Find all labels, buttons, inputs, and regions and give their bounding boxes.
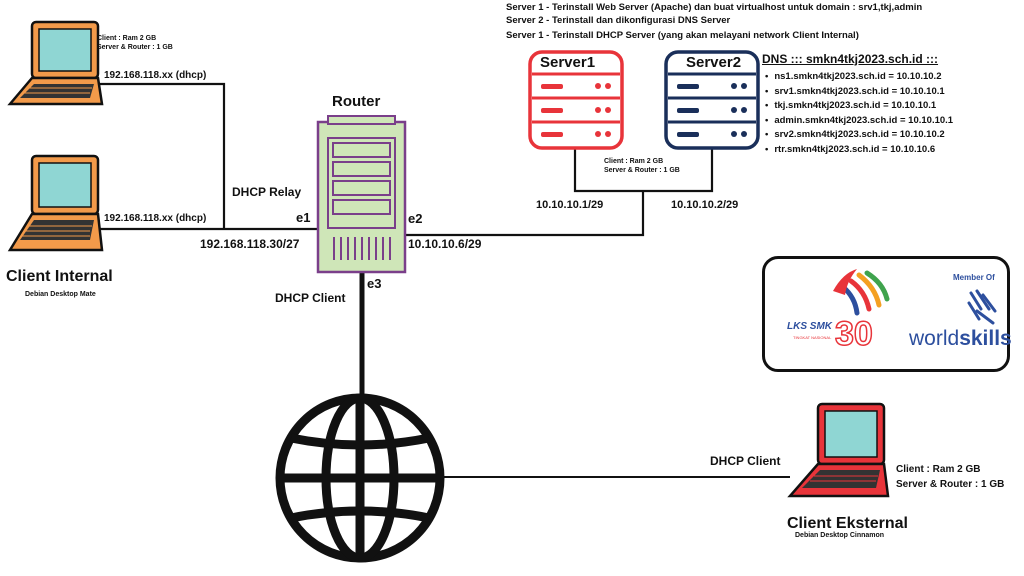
link-servers xyxy=(573,147,714,193)
server1-ip-label: 10.10.10.1/29 xyxy=(536,199,604,211)
lks-smk-subtext: TINGKAT NASIONAL xyxy=(793,335,832,340)
interface-e1-label: e1 xyxy=(296,210,311,225)
dns-record-list: ns1.smkn4tkj2023.sch.id = 10.10.10.2 srv… xyxy=(765,70,953,158)
client-top-ip: 192.168.118.xx (dhcp) xyxy=(104,70,207,81)
client-internal-ip: 192.168.118.xx (dhcp) xyxy=(104,213,207,224)
lks-smk-number: 30 xyxy=(835,315,873,353)
router-icon xyxy=(316,115,407,274)
member-of-label: Member Of xyxy=(953,273,995,282)
lks-smk-logo-icon: LKS SMK TINGKAT NASIONAL 30 xyxy=(787,269,890,354)
client-internal-name: Client Internal xyxy=(6,268,113,285)
server-spec-router: Server & Router : 1 GB xyxy=(604,167,680,174)
logo-panel: LKS SMK TINGKAT NASIONAL 30 Member Of wo… xyxy=(762,256,1012,372)
server2-name: Server2 xyxy=(686,54,742,71)
server2-ip-label: 10.10.10.2/29 xyxy=(671,199,739,211)
dns-record: srv1.smkn4tkj2023.sch.id = 10.10.10.1 xyxy=(765,85,953,100)
worldskills-text-skills: skills xyxy=(959,327,1012,350)
lks-smk-text: LKS SMK xyxy=(787,321,833,332)
e1-ip-label: 192.168.118.30/27 xyxy=(200,237,300,251)
interface-e3-label: e3 xyxy=(367,276,382,291)
dns-title: DNS ::: smkn4tkj2023.sch.id ::: xyxy=(762,52,939,66)
client-external-subtitle: Debian Desktop Cinnamon xyxy=(795,532,885,539)
laptop-client-external-icon xyxy=(787,402,890,498)
client-top-spec-ram: Client : Ram 2 GB xyxy=(97,35,157,42)
client-external-spec-server: Server & Router : 1 GB xyxy=(896,479,1005,490)
e2-ip-label: 10.10.10.6/29 xyxy=(408,237,482,251)
note-line: Server 1 - Terinstall Web Server (Apache… xyxy=(506,2,923,13)
server-spec-ram: Client : Ram 2 GB xyxy=(604,158,664,165)
client-internal-subtitle: Debian Desktop Mate xyxy=(25,291,96,298)
dns-record: srv2.smkn4tkj2023.sch.id = 10.10.10.2 xyxy=(765,128,953,143)
link-client-top xyxy=(100,82,226,229)
dns-record: tkj.smkn4tkj2023.sch.id = 10.10.10.1 xyxy=(765,99,953,114)
dhcp-relay-label: DHCP Relay xyxy=(232,185,302,199)
connection-lines xyxy=(100,82,790,478)
laptop-client-internal-icon xyxy=(7,154,104,252)
worldskills-emblem-icon xyxy=(967,289,997,325)
dns-record: ns1.smkn4tkj2023.sch.id = 10.10.10.2 xyxy=(765,70,953,85)
router-dhcp-client-label: DHCP Client xyxy=(275,291,346,305)
interface-e2-label: e2 xyxy=(408,211,423,226)
note-line: Server 2 - Terinstall dan dikonfigurasi … xyxy=(506,15,731,26)
link-router-servers xyxy=(405,191,645,237)
server1-name: Server1 xyxy=(540,54,596,71)
router-title: Router xyxy=(332,93,381,110)
client-external-spec-ram: Client : Ram 2 GB xyxy=(896,464,981,475)
external-dhcp-client-label: DHCP Client xyxy=(710,454,781,468)
worldskills-logo-text: worldskills xyxy=(909,327,1012,351)
laptop-client-top-icon xyxy=(7,20,104,106)
server2-icon xyxy=(664,50,760,150)
note-line: Server 1 - Terinstall DHCP Server (yang … xyxy=(506,30,859,41)
client-external-name: Client Eksternal xyxy=(787,515,908,532)
dns-record: rtr.smkn4tkj2023.sch.id = 10.10.10.6 xyxy=(765,143,953,158)
worldskills-text-world: world xyxy=(909,327,960,350)
globe-icon xyxy=(275,393,445,563)
dns-record: admin.smkn4tkj2023.sch.id = 10.10.10.1 xyxy=(765,114,953,129)
server1-icon xyxy=(528,50,624,150)
client-top-spec-server: Server & Router : 1 GB xyxy=(97,44,173,51)
